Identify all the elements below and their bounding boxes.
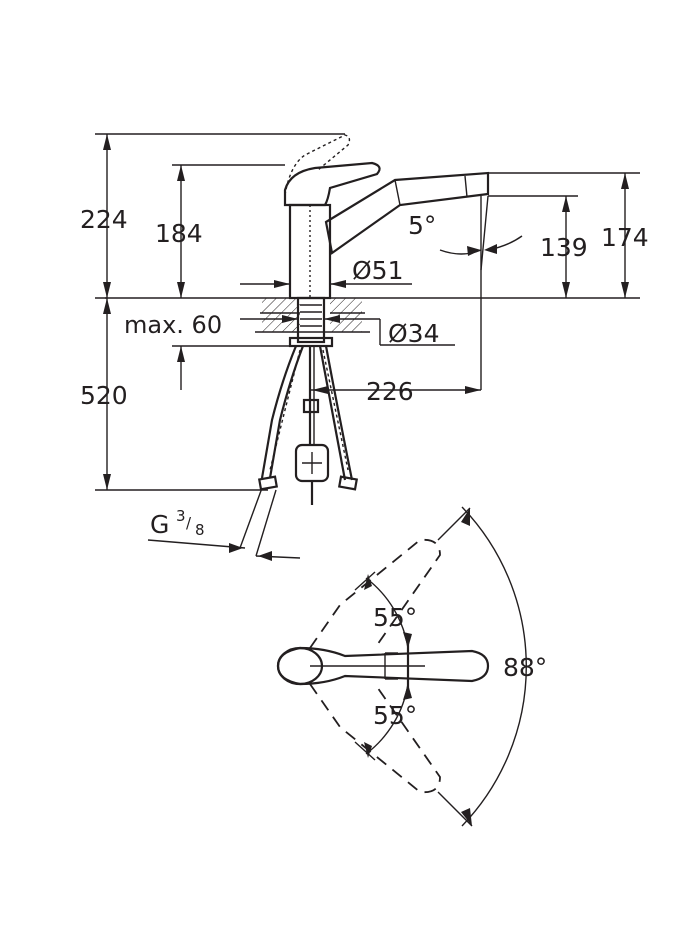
lever-center	[276, 642, 490, 690]
side-view: 224 184 174 139	[80, 133, 649, 561]
dim-d51-label: Ø51	[352, 256, 404, 285]
lever-up	[309, 538, 441, 649]
dim-max60-label: max. 60	[124, 311, 222, 339]
dimension-spray-angle: 5°	[408, 195, 523, 390]
dimension-226: 226	[310, 377, 481, 406]
dim-184-label: 184	[155, 219, 203, 248]
dimension-d34: Ø34	[240, 315, 455, 348]
dimension-max60: max. 60	[105, 297, 296, 390]
dimension-139: 139	[488, 195, 588, 298]
faucet-body	[257, 134, 490, 505]
dimension-88deg: 88°	[437, 506, 547, 827]
dimension-55deg-up: 55°	[354, 571, 417, 649]
dim-226-label: 226	[366, 377, 414, 406]
dimension-224: 224	[80, 133, 345, 298]
dimension-thread: G 3 / 8	[147, 487, 301, 561]
dimension-55deg-down: 55°	[354, 683, 417, 761]
dim-88deg-label: 88°	[503, 653, 547, 682]
top-view: 88° 55° 55°	[276, 506, 547, 827]
dimension-174: 174	[488, 172, 649, 298]
dimension-d51: Ø51	[240, 256, 412, 288]
dim-5deg-label: 5°	[408, 211, 436, 240]
dim-520-label: 520	[80, 381, 128, 410]
dim-224-label: 224	[80, 205, 128, 234]
dimension-184: 184	[155, 164, 285, 298]
dimension-520: 520	[80, 298, 268, 491]
dim-thread-slash: /	[186, 514, 192, 532]
dim-55deg-up-label: 55°	[373, 603, 417, 632]
countertop-section	[255, 298, 370, 333]
dim-55deg-down-label: 55°	[373, 701, 417, 730]
dim-139-label: 139	[540, 233, 588, 262]
dim-174-label: 174	[601, 223, 649, 252]
dim-thread-num: 3	[176, 507, 186, 525]
dim-thread-den: 8	[195, 521, 205, 539]
lever-down	[309, 683, 441, 794]
dim-d34-label: Ø34	[388, 319, 440, 348]
dim-thread-main: G	[150, 510, 169, 539]
